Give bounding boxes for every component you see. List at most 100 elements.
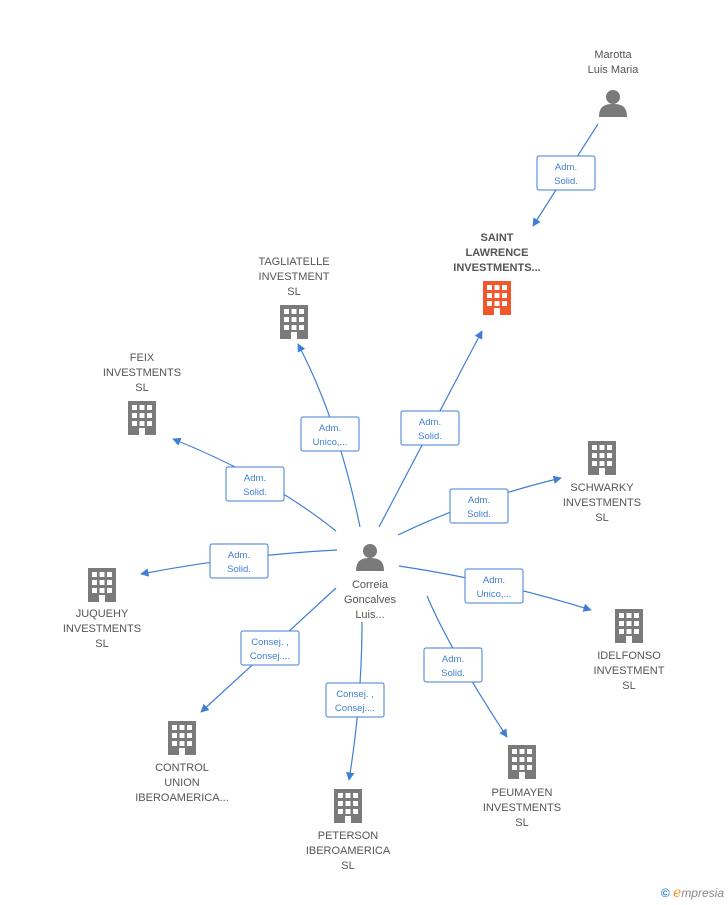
- edge-label-text: Adm.: [319, 423, 341, 434]
- edge-label-badge[interactable]: Adm. Unico,...: [464, 568, 524, 604]
- node-label-line: INVESTMENTS: [483, 802, 561, 814]
- edge-label-box: [325, 682, 385, 718]
- node-label-line: SL: [287, 286, 300, 298]
- node-label-line: Luis...: [355, 609, 384, 621]
- edge-label-badge[interactable]: Adm. Solid.: [536, 155, 596, 191]
- node-tagliatelle[interactable]: TAGLIATELLE INVESTMENT SL: [258, 256, 330, 339]
- edge-label-text: Adm.: [419, 417, 441, 428]
- building-icon: [128, 401, 156, 435]
- building-icon: [483, 281, 511, 315]
- node-label-line: Correia: [352, 579, 389, 591]
- node-label-line: Marotta: [594, 49, 632, 61]
- node-label-line: IBEROAMERICA...: [135, 792, 229, 804]
- brand-e: e: [673, 885, 682, 901]
- edge-label-text: Solid.: [243, 487, 267, 498]
- edge-label-text: Adm.: [483, 575, 505, 586]
- edge-label-box: [300, 416, 360, 452]
- edge-label-text: Solid.: [554, 176, 578, 187]
- edge-label-badge[interactable]: Adm. Unico,...: [300, 416, 360, 452]
- edge-label-box: [423, 647, 483, 683]
- edge-label-text: Consej. ,: [251, 637, 289, 648]
- edge-label-box: [449, 488, 509, 524]
- node-control[interactable]: CONTROLUNIONIBEROAMERICA...: [135, 721, 229, 804]
- edge-center-feix: Adm. Solid.: [172, 437, 337, 532]
- node-label-line: SL: [341, 860, 354, 872]
- copyright-symbol: ©: [660, 886, 670, 900]
- node-label-line: SL: [622, 680, 635, 692]
- edge-label-box: [464, 568, 524, 604]
- node-label-line: INVESTMENTS: [563, 497, 641, 509]
- edge-label-box: [536, 155, 596, 191]
- edge-label-box: [240, 630, 300, 666]
- node-saint[interactable]: SAINT LAWRENCE INVESTMENTS...: [453, 232, 541, 315]
- building-icon: [88, 568, 116, 602]
- node-label-line: INVESTMENTS: [103, 367, 181, 379]
- edge-label-box: [225, 466, 285, 502]
- node-peterson[interactable]: PETERSON IBEROAMERICA SL: [306, 789, 391, 872]
- node-label-line: INVESTMENT: [594, 665, 665, 677]
- edge-label-text: Unico,...: [477, 589, 512, 600]
- node-label-line: SCHWARKY: [570, 482, 634, 494]
- person-icon: [599, 90, 627, 117]
- edge-center-peumayen: Adm. Solid.: [423, 595, 508, 738]
- node-label-line: SL: [595, 512, 608, 524]
- edge-label-badge[interactable]: Consej. ,Consej....: [325, 682, 385, 718]
- edge-center-control: Consej. , Consej....: [200, 587, 337, 713]
- edge-label-badge[interactable]: Adm. Solid.: [209, 543, 269, 579]
- node-label-line: LAWRENCE: [466, 247, 529, 259]
- node-idelfonso[interactable]: IDELFONSO INVESTMENT SL: [594, 609, 665, 692]
- node-label-line: INVESTMENTS...: [453, 262, 540, 274]
- building-icon: [280, 305, 308, 339]
- edge-label-badge[interactable]: Adm. Solid.: [423, 647, 483, 683]
- building-icon: [334, 789, 362, 823]
- edge-center-peterson: Consej. ,Consej....: [325, 621, 385, 781]
- edge-label-text: Solid.: [227, 564, 251, 575]
- node-label-line: SL: [515, 817, 528, 829]
- edge-center-tagliatelle: Adm. Unico,...: [297, 343, 361, 528]
- edge-label-text: Adm.: [244, 473, 266, 484]
- edge-label-badge[interactable]: Adm.Solid.: [449, 488, 509, 524]
- node-schwarky[interactable]: SCHWARKY INVESTMENTS SL: [563, 441, 641, 524]
- node-juquehy[interactable]: JUQUEHY INVESTMENTS SL: [63, 568, 141, 650]
- edge-label-text: Adm.: [228, 550, 250, 561]
- node-label-line: SL: [95, 638, 108, 650]
- node-label-line: INVESTMENT: [259, 271, 330, 283]
- building-icon: [508, 745, 536, 779]
- node-label-line: INVESTMENTS: [63, 623, 141, 635]
- node-label-line: JUQUEHY: [76, 608, 129, 620]
- node-label-line: PEUMAYEN: [492, 787, 553, 799]
- building-icon: [168, 721, 196, 755]
- edge-label-box: [400, 410, 460, 446]
- node-label-line: Goncalves: [344, 594, 396, 606]
- node-label-line: IBEROAMERICA: [306, 845, 391, 857]
- brand-name: mpresia: [681, 886, 724, 900]
- edge-label-text: Unico,...: [313, 437, 348, 448]
- edge-label-badge[interactable]: Consej. , Consej....: [240, 630, 300, 666]
- node-label-line: TAGLIATELLE: [258, 256, 329, 268]
- node-label-line: SAINT: [481, 232, 514, 244]
- edges-layer: Adm.Solid.Adm.Solid.Adm.Unico,...Adm.Sol…: [140, 123, 599, 781]
- node-label-line: Luis Maria: [588, 64, 640, 76]
- edge-label-badge[interactable]: Adm. Solid.: [225, 466, 285, 502]
- edge-label-badge[interactable]: Adm.Solid.: [400, 410, 460, 446]
- building-icon: [588, 441, 616, 475]
- building-icon: [615, 609, 643, 643]
- edge-label-text: Consej....: [335, 703, 375, 714]
- node-peumayen[interactable]: PEUMAYEN INVESTMENTS SL: [483, 745, 561, 829]
- edge-label-box: [209, 543, 269, 579]
- edge-label-text: Adm.: [442, 654, 464, 665]
- node-center[interactable]: CorreiaGoncalvesLuis...: [344, 544, 396, 621]
- edge-center-schwarky: Adm.Solid.: [397, 475, 562, 536]
- node-label-line: IDELFONSO: [597, 650, 661, 662]
- edge-label-text: Solid.: [441, 668, 465, 679]
- node-label-line: SL: [135, 382, 148, 394]
- node-label-line: UNION: [164, 777, 200, 789]
- edge-label-text: Adm.: [555, 162, 577, 173]
- node-label-line: PETERSON: [318, 830, 379, 842]
- person-icon: [356, 544, 384, 571]
- edge-label-text: Consej....: [250, 651, 290, 662]
